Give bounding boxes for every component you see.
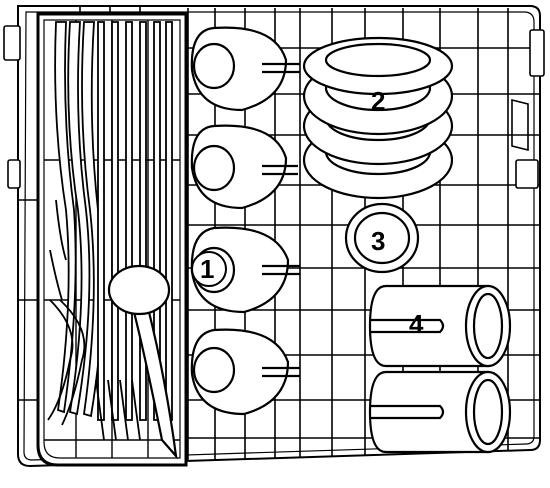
plate-stack [302,36,454,200]
rack-frame [17,5,541,468]
bowl-second [190,124,298,210]
rack-side-clips [3,25,545,189]
bowl-bottom [190,328,300,416]
small-bowl [344,202,420,274]
serving-spoon [107,264,178,460]
label-bowls: 1 [200,254,215,284]
glass-lower [368,370,512,454]
label-glasses: 4 [409,309,424,339]
label-small-bowl: 3 [371,226,386,256]
label-plates: 2 [371,86,386,116]
bowl-top [190,26,300,112]
glass-upper [368,284,512,368]
label-circles [191,251,227,287]
